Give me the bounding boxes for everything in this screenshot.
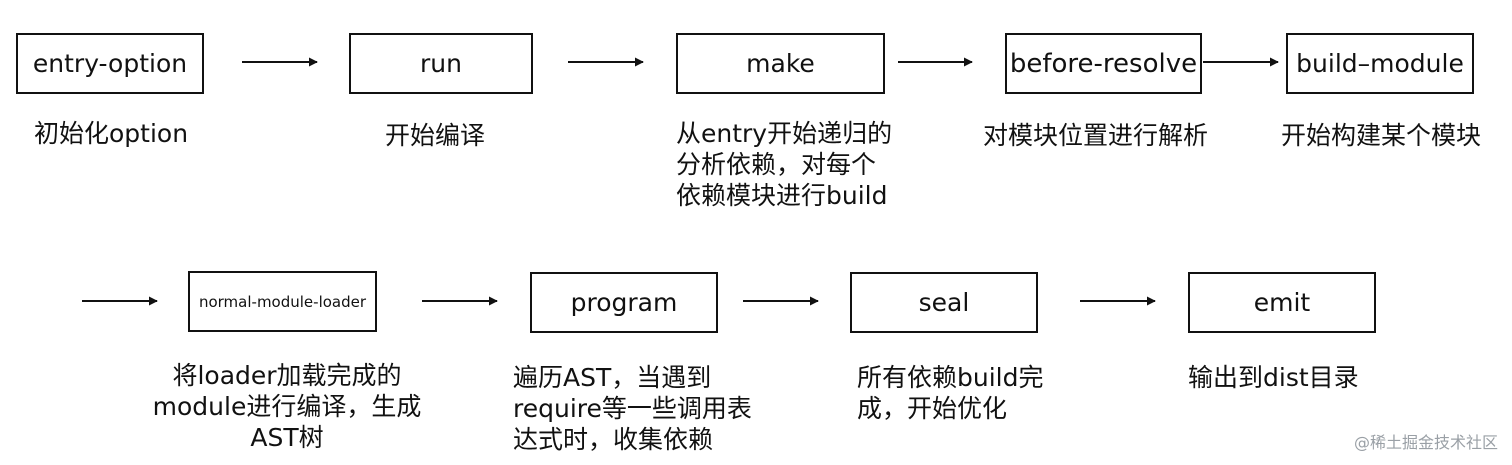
step-box-before-resolve: before-resolve bbox=[1005, 33, 1202, 94]
step-box-run: run bbox=[349, 33, 533, 94]
step-box-emit: emit bbox=[1188, 272, 1376, 333]
step-caption-seal: 所有依赖build完 成，开始优化 bbox=[857, 363, 1044, 423]
step-caption-program: 遍历AST，当遇到 require等一些调用表 达式时，收集依赖 bbox=[513, 363, 752, 454]
step-caption-build-module: 开始构建某个模块 bbox=[1281, 121, 1482, 150]
step-caption-before-resolve: 对模块位置进行解析 bbox=[983, 121, 1209, 150]
step-caption-make: 从entry开始递归的 分析依赖，对每个 依赖模块进行build bbox=[676, 119, 893, 210]
step-caption-emit: 输出到dist目录 bbox=[1188, 363, 1359, 392]
step-label: program bbox=[570, 288, 678, 317]
step-box-build-module: build–module bbox=[1286, 33, 1474, 94]
step-label: seal bbox=[918, 288, 970, 317]
step-caption-entry-option: 初始化option bbox=[34, 119, 189, 148]
step-box-make: make bbox=[676, 33, 885, 94]
watermark: @稀土掘金技术社区 bbox=[1353, 433, 1498, 452]
step-label: run bbox=[420, 49, 462, 78]
step-label: before-resolve bbox=[1009, 48, 1198, 79]
step-box-program: program bbox=[530, 272, 718, 333]
step-label: emit bbox=[1253, 288, 1311, 317]
step-label: entry-option bbox=[32, 49, 188, 78]
step-box-seal: seal bbox=[850, 272, 1038, 333]
step-caption-normal-module-loader: 将loader加载完成的 module进行编译，生成 AST树 bbox=[152, 361, 422, 452]
step-box-entry-option: entry-option bbox=[16, 33, 204, 94]
step-box-normal-module-loader: normal-module-loader bbox=[188, 271, 377, 332]
step-label: build–module bbox=[1296, 49, 1464, 78]
step-label: make bbox=[746, 49, 815, 78]
step-caption-run: 开始编译 bbox=[385, 121, 486, 150]
step-label: normal-module-loader bbox=[198, 292, 367, 311]
